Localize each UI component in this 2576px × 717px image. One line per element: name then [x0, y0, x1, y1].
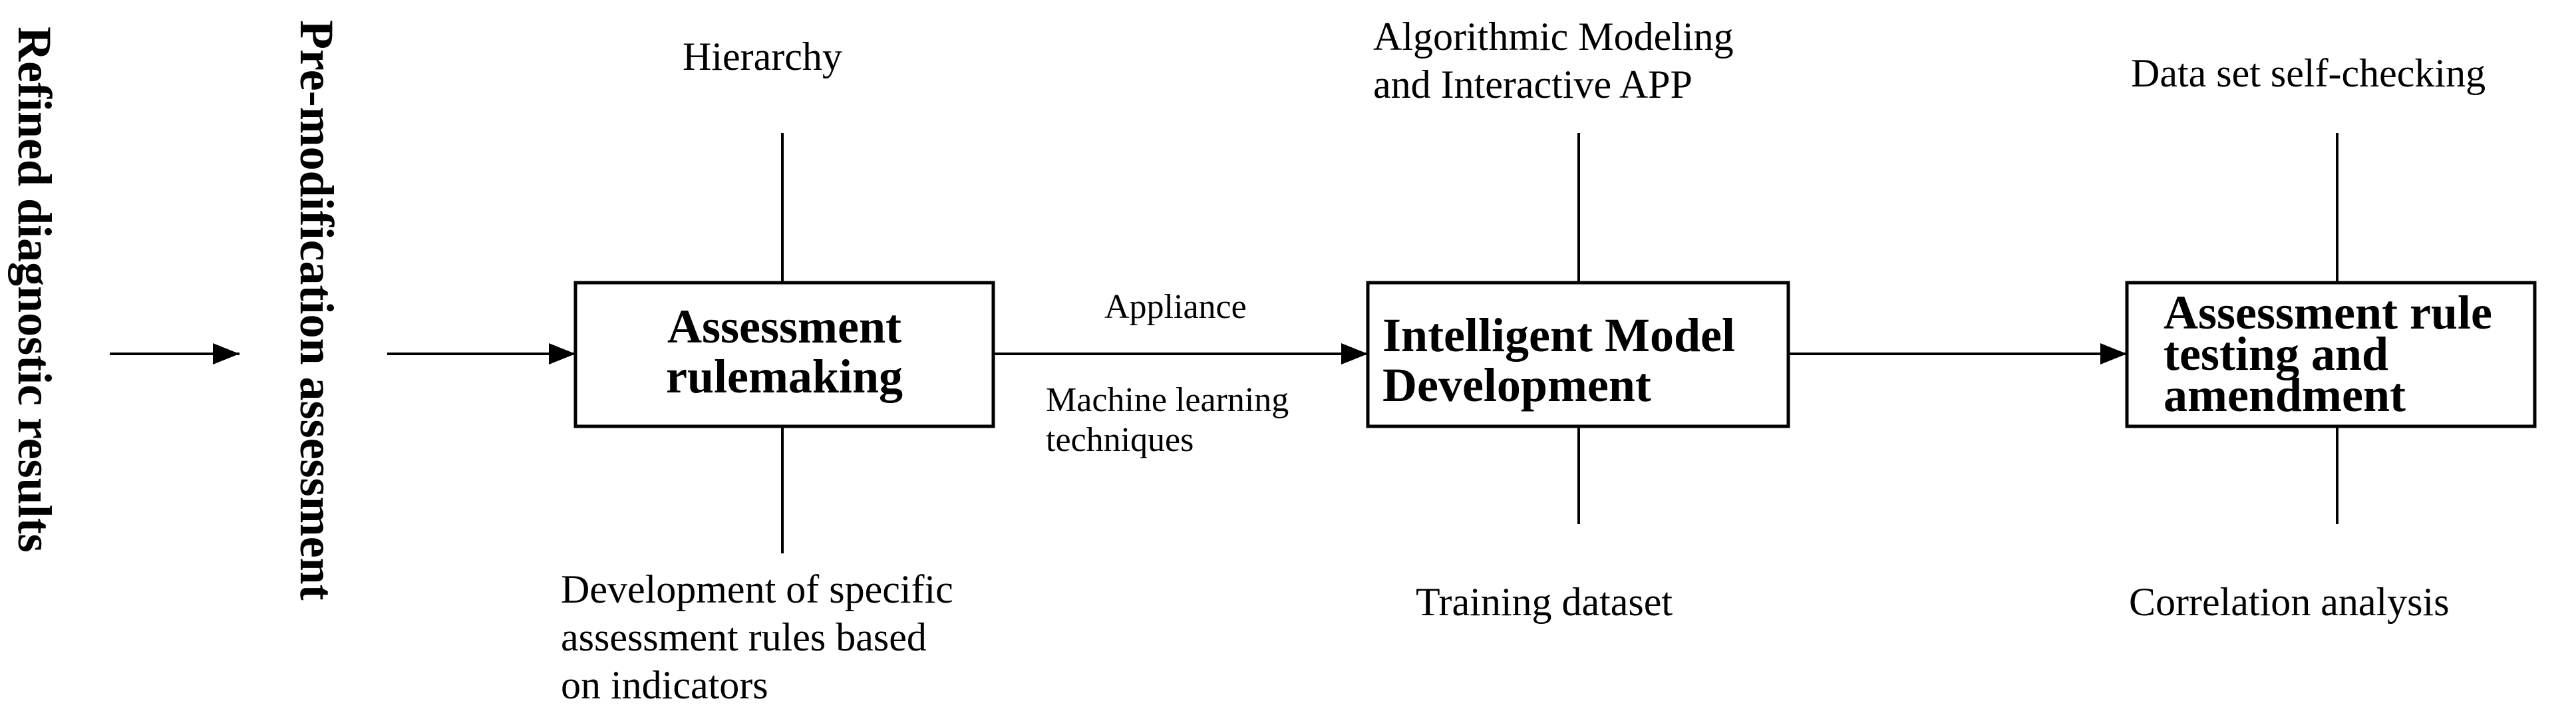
box-intelligent-model: Intelligent Model Development — [1366, 281, 1790, 428]
box-rulemaking-line1: Assessment — [667, 300, 901, 353]
label-development-line2: assessment rules based — [561, 615, 927, 659]
label-correlation: Correlation analysis — [2129, 580, 2450, 624]
box-model-line2: Development — [1382, 358, 1651, 412]
box-testing-line1: Assessment rule — [2164, 286, 2492, 339]
label-development-line3: on indicators — [561, 663, 768, 707]
label-ml-line1: Machine learning — [1046, 381, 1289, 419]
label-development-line1: Development of specific — [561, 567, 953, 611]
label-algorithmic-line1: Algorithmic Modeling — [1373, 15, 1734, 59]
label-selfcheck: Data set self-checking — [2131, 51, 2486, 95]
label-algorithmic-line2: and Interactive APP — [1373, 63, 1692, 106]
side-label-pre-modification: Pre-modification assessment — [290, 20, 343, 601]
side-label-refined-results: Refined diagnostic results — [8, 27, 61, 553]
box-rulemaking-line2: rulemaking — [666, 350, 903, 403]
box-testing-line2: testing and — [2164, 327, 2388, 380]
label-appliance: Appliance — [1104, 288, 1247, 326]
label-training-dataset: Training dataset — [1416, 580, 1673, 624]
box-assessment-rulemaking: Assessment rulemaking — [573, 281, 995, 428]
box-model-line1: Intelligent Model — [1382, 309, 1735, 362]
box-testing-line3: amendment — [2164, 368, 2406, 422]
label-hierarchy: Hierarchy — [683, 35, 842, 78]
box-rule-testing: Assessment rule testing and amendment — [2125, 281, 2537, 428]
label-ml-line2: techniques — [1046, 421, 1194, 459]
